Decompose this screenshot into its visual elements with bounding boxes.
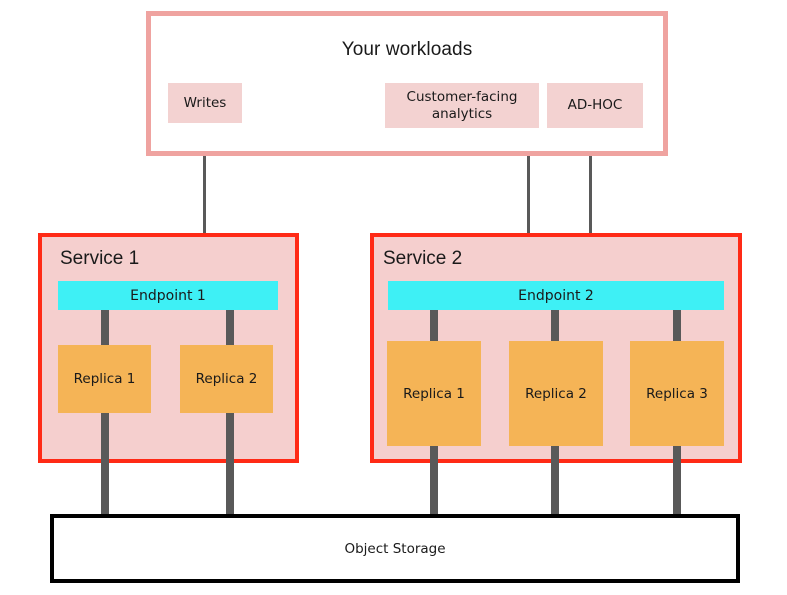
- service-2-title: Service 2: [383, 248, 463, 269]
- object-storage-label: Object Storage: [344, 540, 446, 557]
- service-1-endpoint-label: Endpoint 1: [130, 287, 206, 304]
- service-1-replica-1[interactable]: Replica 1: [58, 345, 151, 413]
- service-2-replica-2[interactable]: Replica 2: [509, 341, 603, 446]
- service-1-title: Service 1: [60, 248, 140, 269]
- workload-chip-writes-label: Writes: [183, 94, 227, 111]
- service-2-replica-1[interactable]: Replica 1: [387, 341, 481, 446]
- connector-service1-replica1: [101, 310, 109, 518]
- arrow-analytics-to-endpoint2-line: [527, 128, 530, 257]
- workloads-title: Your workloads: [341, 39, 473, 60]
- arrow-adhoc-to-endpoint2-line: [589, 128, 592, 257]
- workload-chip-ad-hoc-label: AD-HOC: [567, 97, 623, 114]
- service-2-replica-3-label: Replica 3: [646, 385, 708, 402]
- workload-chip-ad-hoc[interactable]: AD-HOC: [547, 83, 643, 128]
- service-1-replica-2[interactable]: Replica 2: [180, 345, 273, 413]
- service-1-endpoint[interactable]: Endpoint 1: [58, 281, 278, 310]
- service-2-replica-3[interactable]: Replica 3: [630, 341, 724, 446]
- service-1-replica-1-label: Replica 1: [73, 371, 136, 387]
- connector-service1-replica2: [226, 310, 234, 518]
- service-2-replica-2-label: Replica 2: [525, 385, 587, 402]
- service-1-replica-2-label: Replica 2: [195, 371, 258, 387]
- service-2-endpoint-label: Endpoint 2: [518, 287, 594, 304]
- arrow-writes-to-endpoint1-line: [203, 123, 206, 257]
- service-2-replica-1-label: Replica 1: [403, 385, 465, 402]
- object-storage-box[interactable]: Object Storage: [50, 514, 740, 583]
- workload-chip-writes[interactable]: Writes: [168, 83, 242, 123]
- service-2-endpoint[interactable]: Endpoint 2: [388, 281, 724, 310]
- workload-chip-customer-facing-analytics-label: Customer-facing analytics: [406, 88, 518, 122]
- workload-chip-customer-facing-analytics[interactable]: Customer-facing analytics: [385, 83, 539, 128]
